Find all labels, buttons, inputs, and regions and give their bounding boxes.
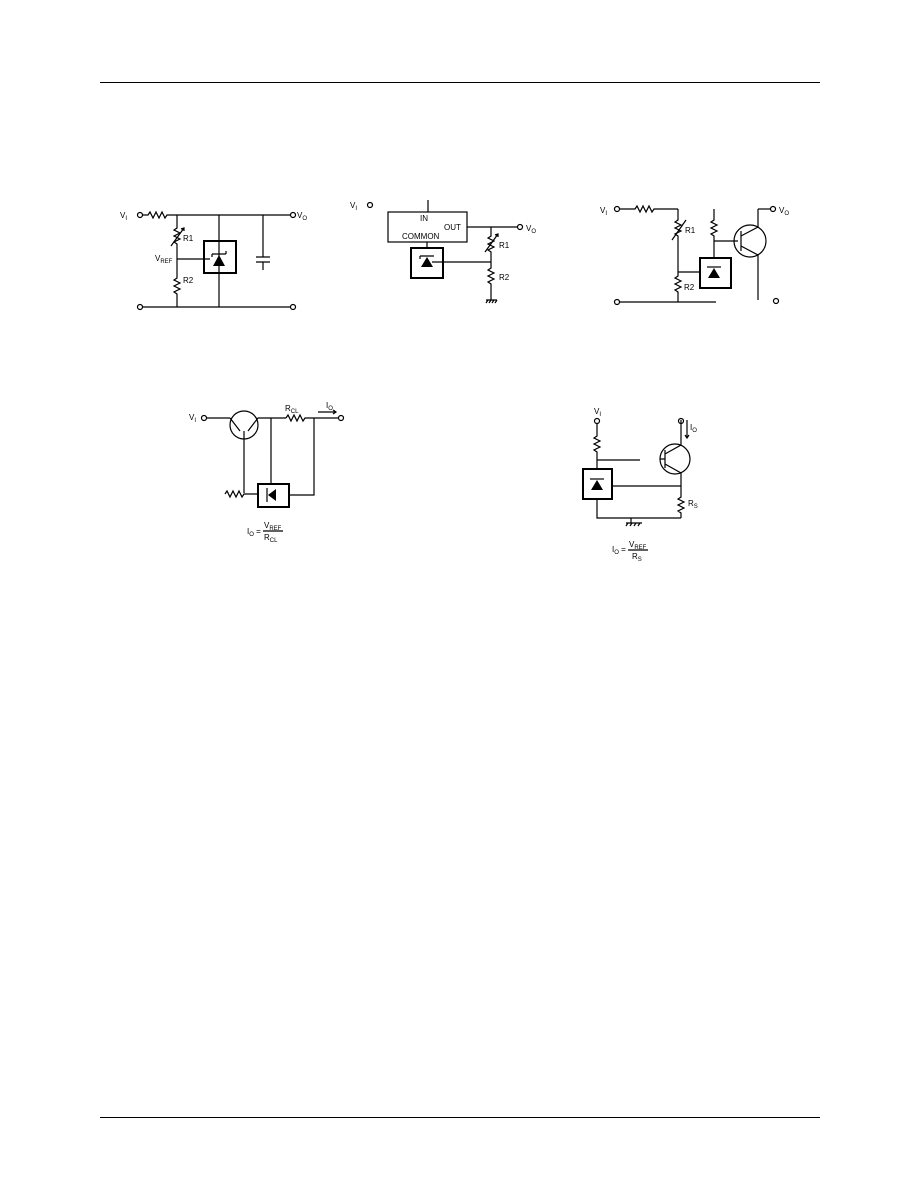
- footer-rule: [100, 1117, 820, 1118]
- fig2-ground-symbol: [485, 299, 498, 304]
- figure-current-sink: VI IO RS IO = VREF RS: [582, 407, 698, 563]
- figure-shunt-regulator: VI VO R1 R2 VREF: [120, 210, 307, 311]
- fig4-vi-label: VI: [189, 413, 196, 424]
- fig4-eq-denominator: RCL: [264, 533, 278, 544]
- fig1-vo-label: VO: [297, 211, 307, 222]
- fig1-r1-label: R1: [183, 234, 194, 243]
- fig4-io-label: IO: [326, 401, 333, 412]
- fig4-out-terminal: [337, 414, 345, 422]
- fig1-zener-bar: [211, 251, 227, 257]
- fig5-io-arrow: [684, 420, 690, 440]
- fig5-eq-lhs: IO =: [612, 545, 626, 556]
- fig5-bias-resistor: [592, 424, 602, 469]
- fig3-transistor-leads: [740, 209, 759, 300]
- fig4-return-wire: [289, 418, 315, 496]
- fig2-divider-r1-r2: [486, 227, 496, 300]
- figure-3-terminal-regulator: VI IN OUT COMMON VO R1 R2: [350, 200, 536, 304]
- fig5-vi-label: VI: [594, 407, 601, 418]
- fig1-r1-adjust-arrow: [170, 227, 185, 247]
- fig1-vi-label: VI: [120, 211, 127, 222]
- fig3-input-resistor: [620, 204, 678, 214]
- fig3-tl431-box: [699, 257, 732, 289]
- fig3-vo-terminal: [769, 205, 777, 213]
- fig1-zener-triangle: [213, 255, 225, 266]
- fig4-rcl-label: RCL: [285, 404, 299, 415]
- fig1-gnd-terminal-left: [136, 303, 144, 311]
- fig1-gnd-terminal-right: [289, 303, 297, 311]
- fig5-transistor-leads-rs: [660, 420, 686, 518]
- fig4-rcl-resistor: [285, 413, 338, 423]
- fig2-out-label: OUT: [444, 223, 461, 232]
- fig3-vo-label: VO: [779, 206, 789, 217]
- fig4-transistor-leads: [229, 417, 286, 493]
- header-rule: [100, 82, 820, 83]
- fig5-rs-label: RS: [688, 499, 698, 510]
- fig2-common-label: COMMON: [402, 232, 440, 241]
- fig1-r2-label: R2: [183, 276, 194, 285]
- fig4-tl431-box: [257, 483, 290, 508]
- fig4-eq-numerator: VREF: [264, 521, 282, 532]
- fig4-eq-lhs: IO =: [247, 527, 261, 538]
- fig2-r2-label: R2: [499, 273, 510, 282]
- fig5-io-label: IO: [690, 423, 697, 434]
- fig3-pass-transistor: [733, 224, 767, 258]
- fig2-zener-bar: [419, 255, 434, 259]
- fig2-r1-label: R1: [499, 241, 510, 250]
- fig1-tl431-box: [203, 240, 237, 274]
- fig5-vi-terminal: [593, 417, 601, 425]
- fig1-divider-r1-r2: [172, 215, 182, 307]
- fig3-divider-r1-r2: [673, 209, 683, 302]
- fig3-gnd-terminal-left: [613, 298, 621, 306]
- fig5-eq-numerator: VREF: [629, 540, 647, 551]
- fig3-zener-triangle: [708, 268, 720, 278]
- fig3-r2-label: R2: [684, 283, 695, 292]
- fig5-ground-symbol: [625, 518, 642, 527]
- fig4-vi-terminal: [200, 414, 208, 422]
- fig1-vo-terminal: [289, 211, 297, 219]
- fig3-bias-resistor: [709, 209, 719, 258]
- fig4-bias-resistor: [224, 489, 258, 499]
- fig5-eq-denominator: RS: [632, 552, 642, 563]
- fig5-zener-triangle: [591, 480, 603, 490]
- fig5-ground-rail: [596, 499, 681, 519]
- fig3-r1-adjust-arrow: [671, 219, 687, 241]
- fig1-output-capacitor: [256, 215, 270, 270]
- fig3-gnd-terminal-right: [772, 297, 780, 305]
- fig3-vi-terminal: [613, 205, 621, 213]
- fig1-input-resistor: [143, 210, 290, 220]
- fig4-zener-triangle: [268, 489, 276, 501]
- fig2-vi-label: VI: [350, 201, 357, 212]
- fig2-in-label: IN: [420, 214, 428, 223]
- figure-series-pass-regulator: VI R1 R2 VO: [600, 204, 789, 306]
- fig3-vi-label: VI: [600, 206, 607, 217]
- fig2-r1-adjust-arrow: [484, 233, 499, 253]
- fig1-vi-terminal: [136, 211, 144, 219]
- fig2-vi-terminal: [366, 201, 374, 209]
- fig3-r1-label: R1: [685, 226, 696, 235]
- fig4-io-arrow: [318, 409, 338, 415]
- fig5-io-terminal: [677, 417, 685, 425]
- fig1-vref-label: VREF: [155, 254, 173, 265]
- fig2-zener-triangle: [421, 257, 433, 267]
- fig2-vo-terminal: [516, 223, 524, 231]
- fig2-vo-label: VO: [526, 224, 536, 235]
- figure-current-limiter: VI RCL IO IO = VREF RCL: [189, 401, 345, 544]
